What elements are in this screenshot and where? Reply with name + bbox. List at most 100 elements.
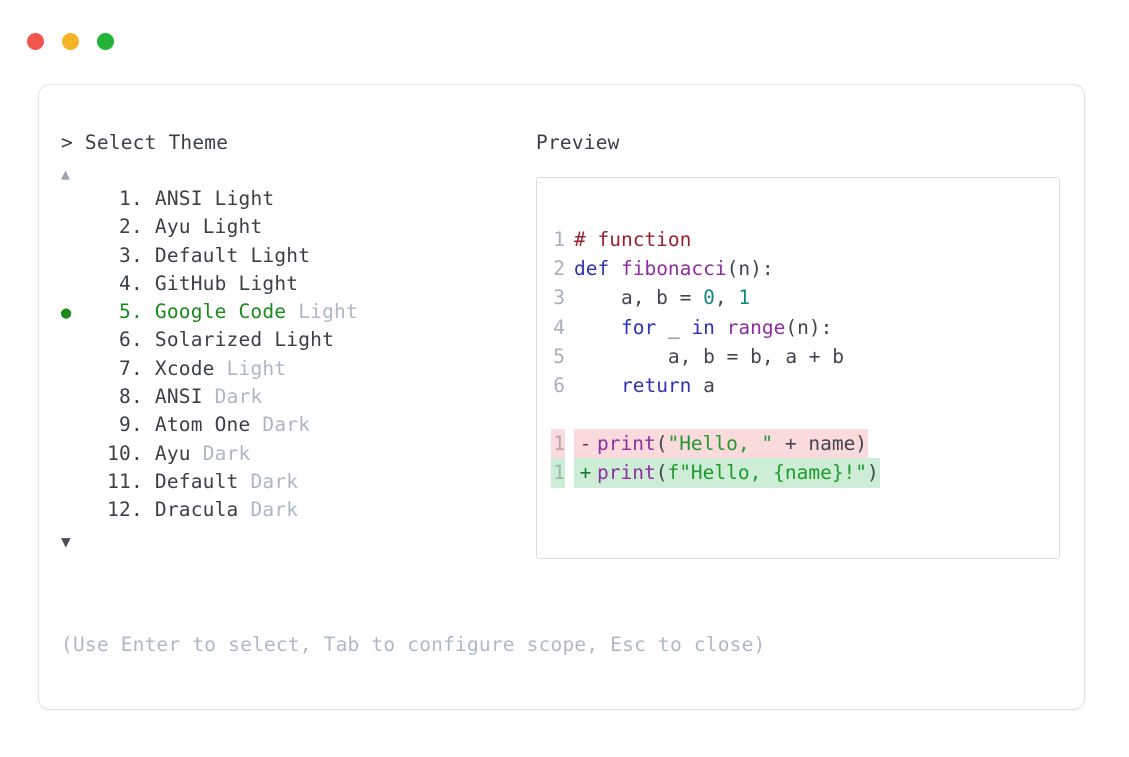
code-token-string: "Hello, " xyxy=(667,432,774,456)
code-line: 1# function xyxy=(551,225,1059,254)
code-token-plain: (n): xyxy=(726,257,774,281)
list-item-name: Default xyxy=(154,243,239,267)
list-item-index: 6 xyxy=(119,328,131,352)
list-item-index: 8 xyxy=(119,385,131,409)
code-line: 6 return a xyxy=(551,371,1059,400)
list-item[interactable]: 1. ANSI Light xyxy=(61,185,531,213)
prompt-spacer xyxy=(73,131,85,154)
list-item-gap xyxy=(286,298,298,326)
list-item-selected[interactable]: ● 5. Google Code Light xyxy=(61,298,531,326)
prompt-caret-icon: > xyxy=(61,131,73,154)
list-item-name: Ayu xyxy=(154,441,191,465)
code-line-number: 6 xyxy=(553,373,565,397)
list-item-gap xyxy=(143,440,155,468)
list-item-gap xyxy=(143,185,155,213)
list-item[interactable]: 2. Ayu Light xyxy=(61,213,531,241)
list-item-name: Atom One xyxy=(154,413,251,437)
list-item[interactable]: 3. Default Light xyxy=(61,242,531,270)
diff-line-number: 1 xyxy=(551,458,565,488)
code-line-content: a, b = b, a + b xyxy=(574,342,844,371)
list-item[interactable]: 6. Solarized Light xyxy=(61,326,531,354)
list-item-separator: . xyxy=(131,469,143,493)
list-item-variant: Light xyxy=(298,300,358,324)
theme-chooser-pane: > Select Theme ▲ 1. ANSI Light 2. Ayu Li… xyxy=(61,129,531,555)
code-token-keyword: for xyxy=(620,315,657,339)
list-item[interactable]: 4. GitHub Light xyxy=(61,270,531,298)
code-token-plain xyxy=(574,374,621,397)
code-line: 4 for _ in range(n): xyxy=(551,313,1059,342)
selection-bullet-icon: ● xyxy=(61,303,72,324)
list-item-separator: . xyxy=(131,356,143,380)
diff-line-content: -print("Hello, " + name) xyxy=(574,429,869,459)
close-window-icon[interactable] xyxy=(27,33,44,50)
code-token-plain: (n): xyxy=(785,315,833,339)
list-item[interactable]: 7. Xcode Light xyxy=(61,355,531,383)
list-item-name: Ayu xyxy=(154,215,191,239)
list-item-gap xyxy=(143,411,155,439)
list-item-gap xyxy=(215,355,227,383)
list-item-index: 2 xyxy=(119,215,131,239)
list-item-name: ANSI xyxy=(154,187,203,210)
code-line-content: for _ in range(n): xyxy=(574,313,832,342)
code-token-comment: # function xyxy=(574,228,692,251)
list-item-name: Dracula xyxy=(154,498,239,522)
list-item-variant: Dark xyxy=(250,498,299,522)
list-item-separator: . xyxy=(131,187,143,210)
code-token-number: 0 xyxy=(703,286,715,310)
list-item[interactable]: 8. ANSI Dark xyxy=(61,383,531,411)
scroll-up-icon[interactable]: ▲ xyxy=(61,165,71,183)
code-token-func: range xyxy=(726,315,786,339)
code-token-keyword: def xyxy=(574,257,621,281)
code-line-number: 2 xyxy=(553,257,565,281)
code-line-content: # function xyxy=(574,225,691,254)
list-item-name: Xcode xyxy=(154,356,215,380)
scroll-down-icon[interactable]: ▼ xyxy=(61,531,71,551)
list-item-separator: . xyxy=(131,215,143,239)
keyboard-hint: (Use Enter to select, Tab to configure s… xyxy=(61,633,766,656)
chooser-prompt: > Select Theme xyxy=(61,129,531,157)
code-token-plain xyxy=(574,316,621,339)
list-item-separator: . xyxy=(131,413,143,437)
code-line-content: def fibonacci(n): xyxy=(574,254,774,283)
list-item-variant: Light xyxy=(202,215,263,239)
list-item[interactable]: 12. Dracula Dark xyxy=(61,496,531,524)
code-token-plain: , xyxy=(714,286,739,310)
list-item-name: Google Code xyxy=(154,300,287,324)
list-item-gap xyxy=(203,383,215,411)
diff-sign-add: + xyxy=(579,461,592,485)
list-item-gap xyxy=(203,185,215,213)
list-item-variant: Light xyxy=(250,243,311,267)
list-item-index: 1 xyxy=(119,187,131,210)
list-item-separator: . xyxy=(131,498,143,522)
list-item-index: 10 xyxy=(107,441,131,465)
code-token-plain: ) xyxy=(867,461,879,485)
code-token-keyword: in xyxy=(691,315,715,339)
list-item-gap xyxy=(262,326,274,354)
list-item-variant: Dark xyxy=(262,413,311,437)
diff-line-content: +print(f"Hello, {name}!") xyxy=(574,458,880,488)
list-item[interactable]: 10. Ayu Dark xyxy=(61,440,531,468)
list-item-index: 12 xyxy=(107,498,131,522)
code-token-plain: _ xyxy=(656,315,692,339)
list-item-variant: Light xyxy=(238,271,299,295)
code-line-content: return a xyxy=(574,371,715,400)
code-line: 2 def fibonacci(n): xyxy=(551,254,1059,283)
code-token-func: print xyxy=(597,432,656,456)
code-token-func: fibonacci xyxy=(620,257,727,281)
list-item-variant: Dark xyxy=(202,441,251,465)
list-item-variant: Dark xyxy=(250,469,299,493)
list-item-separator: . xyxy=(131,300,143,324)
diff-line-delete: 1-print("Hello, " + name) xyxy=(551,429,1059,459)
list-item-separator: . xyxy=(131,385,143,409)
list-item-gap xyxy=(143,496,155,524)
list-item-name: ANSI xyxy=(154,385,203,409)
list-item[interactable]: 11. Default Dark xyxy=(61,468,531,496)
list-item-gap xyxy=(143,383,155,411)
minimize-window-icon[interactable] xyxy=(62,33,79,50)
list-item-index: 5 xyxy=(119,300,131,324)
list-item-gap xyxy=(250,411,262,439)
maximize-window-icon[interactable] xyxy=(97,33,114,50)
list-item[interactable]: 9. Atom One Dark xyxy=(61,411,531,439)
